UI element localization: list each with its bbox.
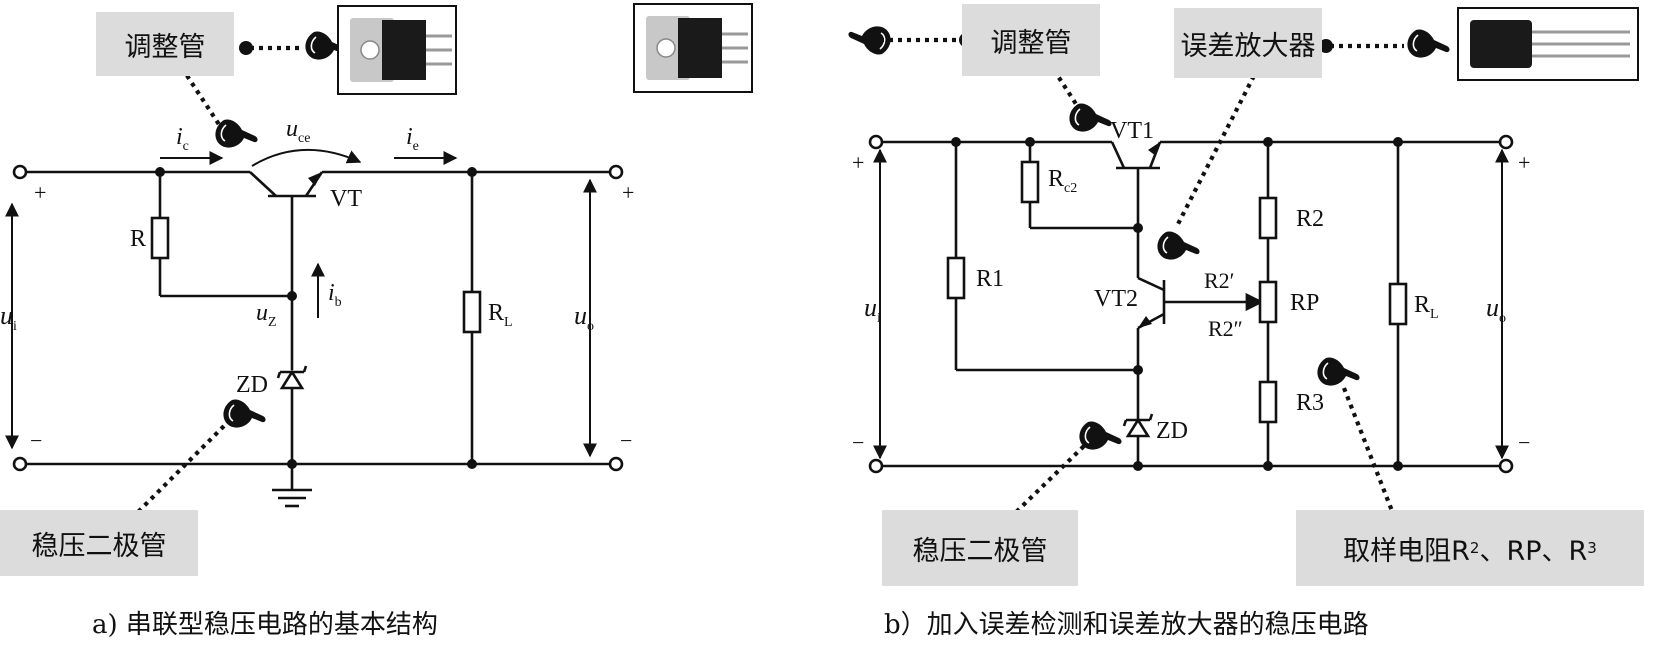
- svg-text:ui: ui: [0, 301, 17, 334]
- right-minus-in: −: [852, 430, 864, 455]
- left-circuit: [5, 148, 624, 508]
- svg-text:ui: ui: [864, 293, 881, 326]
- callout-zener-right: 稳压二极管: [882, 510, 1078, 586]
- right-plus-out: +: [1518, 150, 1530, 175]
- svg-text:uo: uo: [574, 301, 594, 334]
- svg-text:uZ: uZ: [256, 300, 277, 330]
- left-plus-in: +: [34, 180, 46, 205]
- pointing-hand-icon: [1078, 420, 1123, 451]
- left-label-ui: u: [0, 301, 13, 330]
- svg-text:ib: ib: [328, 280, 342, 310]
- right-label-VT1: VT1: [1110, 118, 1154, 144]
- sampling-text-main: 取样电阻R: [1343, 535, 1470, 567]
- right-label-R2-prime: R2′: [1204, 268, 1235, 293]
- sampling-text-sub2: 3: [1587, 539, 1597, 557]
- callout-amplifier: 误差放大器: [1174, 8, 1322, 78]
- transistor-photo-icon: [336, 4, 458, 96]
- right-label-ui-sub: i: [877, 311, 881, 326]
- left-label-ie: i: [406, 124, 413, 150]
- pointing-hand-icon: [847, 25, 892, 56]
- pointing-hand-icon: [1156, 230, 1201, 261]
- right-label-Rc2: R: [1048, 166, 1064, 192]
- left-label-uZ: u: [256, 300, 268, 326]
- callout-regulator-left: 调整管: [96, 12, 234, 76]
- right-label-ui: u: [864, 293, 877, 322]
- right-label-uo-sub: o: [1499, 311, 1506, 326]
- right-minus-out: −: [1518, 430, 1530, 455]
- pointing-hand-icon: [222, 398, 267, 429]
- left-label-ui-sub: i: [13, 319, 17, 334]
- caption-right: b）加入误差检测和误差放大器的稳压电路: [884, 610, 1369, 640]
- pointing-hand-icon: [1068, 102, 1113, 133]
- transistor-photo-icon: [1456, 6, 1640, 82]
- callout-zener-left: 稳压二极管: [0, 510, 198, 576]
- left-label-ic-sub: c: [183, 139, 189, 154]
- left-label-ie-sub: e: [413, 139, 419, 154]
- right-plus-in: +: [852, 150, 864, 175]
- left-label-uZ-sub: Z: [268, 315, 277, 330]
- left-label-RL: R: [488, 300, 504, 326]
- left-minus-out: −: [620, 428, 632, 453]
- transistor-photo-icon: [632, 2, 754, 94]
- svg-text:ic: ic: [176, 124, 189, 154]
- sampling-text-mid: 、RP、R: [1479, 535, 1588, 567]
- left-label-uce: u: [286, 116, 298, 142]
- left-label-ZD: ZD: [236, 372, 268, 398]
- right-label-R3: R3: [1296, 390, 1324, 416]
- left-label-uce-sub: ce: [298, 131, 310, 146]
- svg-text:Rc2: Rc2: [1048, 166, 1077, 196]
- right-label-RL: R: [1414, 292, 1430, 318]
- right-label-R2: R2: [1296, 206, 1324, 232]
- left-label-uo-sub: o: [587, 319, 594, 334]
- svg-text:RL: RL: [1414, 292, 1439, 322]
- sampling-text-sub1: 2: [1469, 539, 1480, 557]
- left-label-ib: i: [328, 280, 335, 306]
- right-label-VT2: VT2: [1094, 286, 1138, 312]
- pointing-hand-icon: [1406, 28, 1451, 59]
- svg-text:uce: uce: [286, 116, 310, 146]
- pointing-hand-icon: [1316, 356, 1361, 387]
- right-label-RP: RP: [1290, 290, 1319, 316]
- left-minus-in: −: [30, 428, 42, 453]
- callout-regulator-right: 调整管: [962, 4, 1100, 76]
- left-label-ic: i: [176, 124, 183, 150]
- right-label-uo: u: [1486, 293, 1499, 322]
- right-circuit: [868, 134, 1514, 474]
- left-plus-out: +: [622, 180, 634, 205]
- left-label-ib-sub: b: [335, 295, 342, 310]
- right-label-ZD: ZD: [1156, 418, 1188, 444]
- left-label-R: R: [130, 226, 146, 252]
- right-label-RL-sub: L: [1430, 307, 1439, 322]
- svg-text:RL: RL: [488, 300, 513, 330]
- pointing-hand-icon: [214, 118, 259, 149]
- svg-text:ie: ie: [406, 124, 419, 154]
- right-label-R2-double-prime: R2″: [1208, 316, 1243, 341]
- caption-left: a) 串联型稳压电路的基本结构: [92, 610, 438, 640]
- left-label-VT: VT: [330, 186, 362, 212]
- svg-text:uo: uo: [1486, 293, 1506, 326]
- left-label-RL-sub: L: [504, 315, 513, 330]
- left-label-uo: u: [574, 301, 587, 330]
- right-label-R1: R1: [976, 266, 1004, 292]
- right-label-Rc2-sub: c2: [1064, 181, 1077, 196]
